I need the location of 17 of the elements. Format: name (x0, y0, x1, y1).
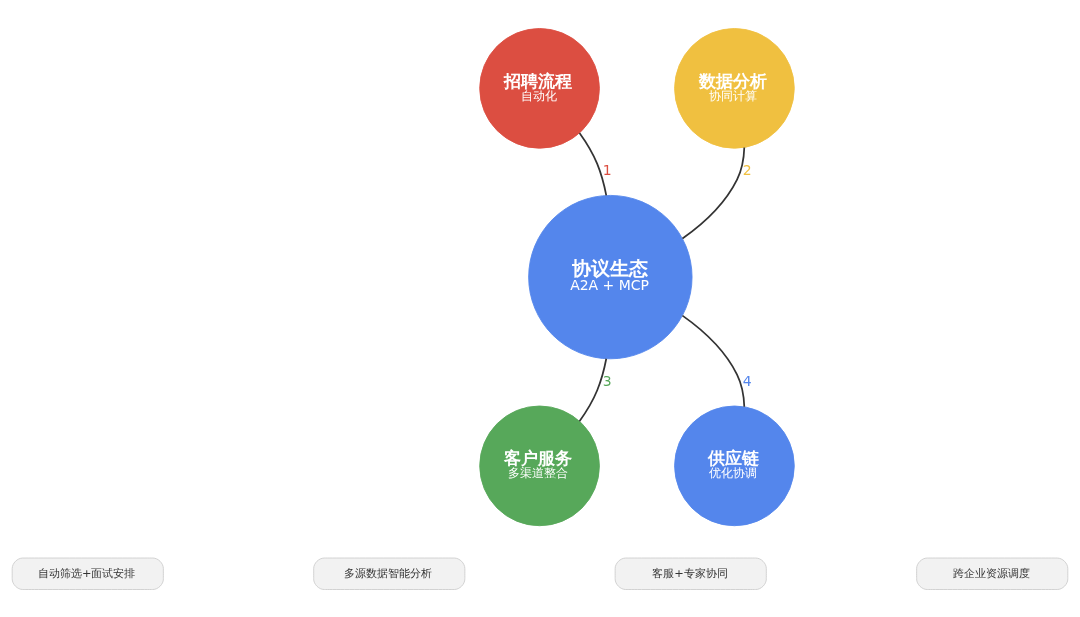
node-box: 跨企业资源调度 (916, 557, 1069, 590)
node-circle: 客户服务 多渠道整合 (479, 405, 600, 526)
edge-label: 2 (742, 161, 752, 178)
node-box: 自动筛选+面试安排 (11, 557, 164, 590)
edge-label: 3 (602, 372, 612, 389)
node-circle: 供应链 优化协调 (674, 405, 795, 526)
connector (681, 146, 746, 239)
node-circle: 数据分析 协同计算 (674, 27, 795, 149)
node-circle: 招聘流程 自动化 (479, 27, 600, 149)
node-box: 客服+专家协同 (614, 557, 767, 590)
node-box: 多源数据智能分析 (313, 557, 466, 590)
edge-label: 1 (602, 161, 612, 178)
connector (578, 357, 608, 422)
edge-label: 4 (742, 372, 752, 389)
connector (681, 314, 746, 408)
connector (578, 131, 608, 196)
node-circle: 协议生态 A2A + MCP (528, 194, 693, 359)
